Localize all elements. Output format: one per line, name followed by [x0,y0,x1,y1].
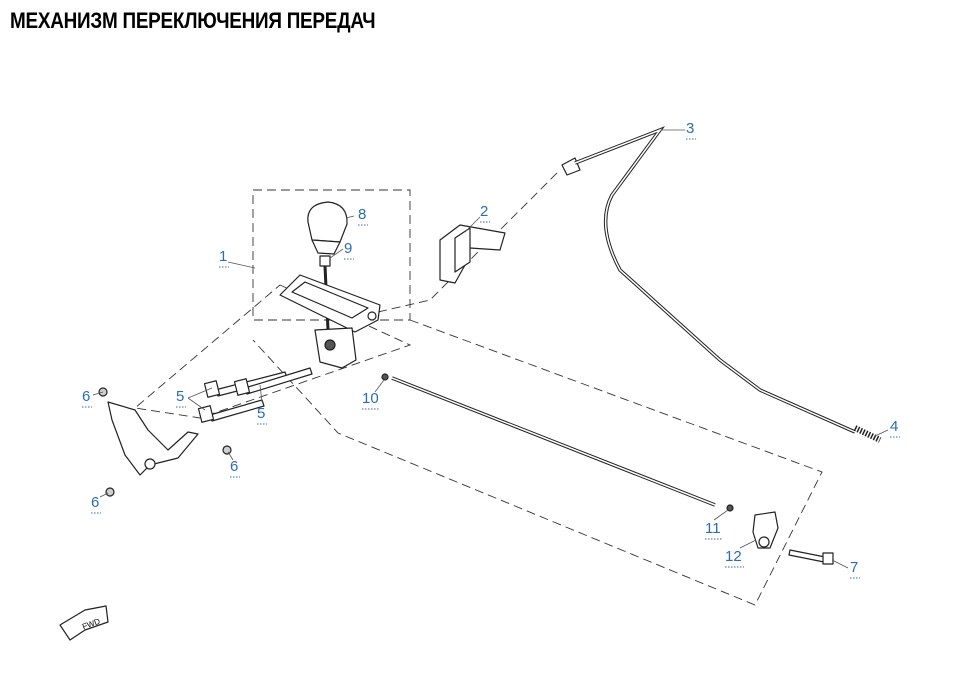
callout-6b: 6 [230,458,238,475]
part-4-cable-end [853,425,882,443]
part-2-bracket [439,224,506,284]
assembly-outline-inner [133,284,412,419]
assembly-outline-1 [252,189,823,606]
callout-7: 7 [850,559,858,576]
callout-leaders [92,129,889,569]
part-5-bolts [197,367,313,423]
part-lower-bracket [107,401,199,476]
part-8-knob [307,201,348,255]
callout-2: 2 [480,203,488,220]
callout-10: 10 [362,390,379,407]
part-10-rod [381,373,716,507]
callout-6c: 6 [91,494,99,511]
part-7-bolt [788,549,834,565]
part-3-cable [561,126,856,434]
part-12-rod-end [752,511,779,549]
fwd-arrow-icon: FWD [59,605,109,641]
callout-12: 12 [725,548,742,565]
callout-5b: 5 [257,405,265,422]
callout-1: 1 [219,248,227,265]
callout-5a: 5 [176,388,184,405]
part-9-nut [319,255,331,267]
cable-leader-dash [377,169,561,313]
part-6-nuts [98,387,232,497]
callout-6a: 6 [82,388,90,405]
callout-9: 9 [344,240,352,257]
callout-8: 8 [358,206,366,223]
callout-4: 4 [890,418,898,435]
part-11-washer [726,504,734,512]
callout-3: 3 [686,120,694,137]
part-1-shifter [279,265,381,369]
callout-11: 11 [705,520,721,537]
callout-labels: 1 2 3 4 5 5 6 6 6 7 8 9 10 11 12 [82,120,900,579]
page-title: МЕХАНИЗМ ПЕРЕКЛЮЧЕНИЯ ПЕРЕДАЧ [10,8,376,33]
